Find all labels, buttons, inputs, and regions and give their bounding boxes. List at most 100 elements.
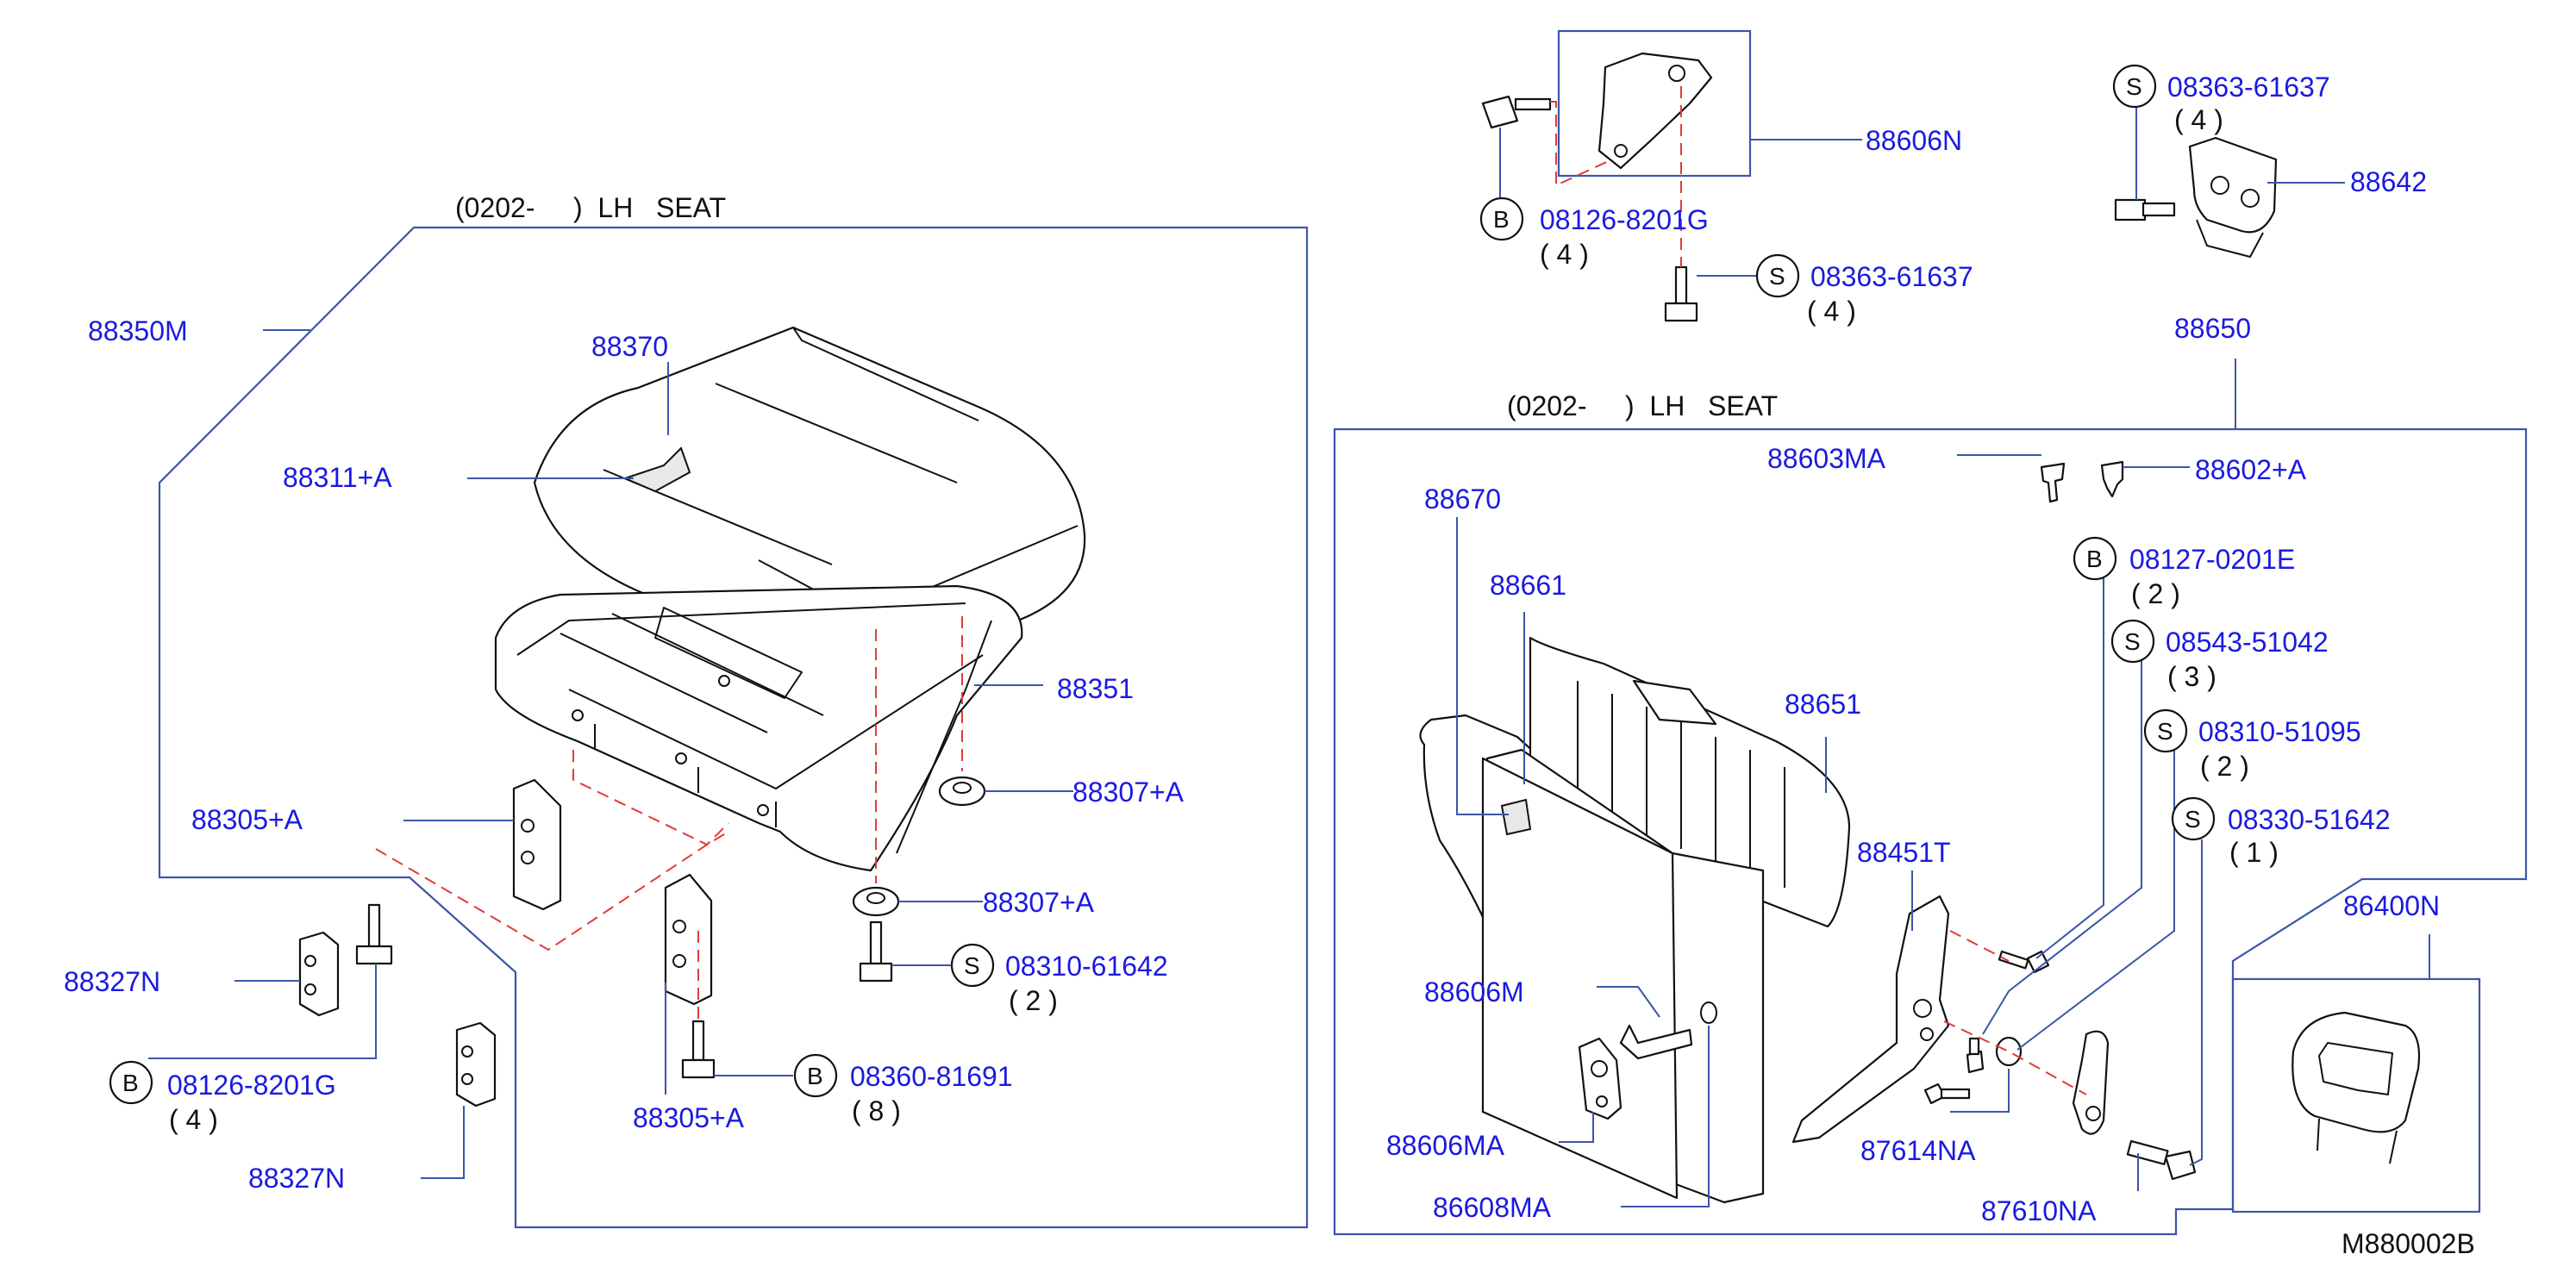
pin-88606M-drawing: [1619, 1024, 1693, 1060]
top-group: 88606N 88642 B 08126-8201G ( 4 ) S 08363…: [1479, 29, 2427, 327]
fastener-symbol: S: [2126, 73, 2142, 100]
fastener-symbol: S: [2157, 718, 2173, 745]
diagram-code: M880002B: [2342, 1228, 2475, 1259]
part-label-88307-2[interactable]: 88307+A: [983, 887, 1095, 918]
fastener-s-08330-51642[interactable]: S 08330-51642 ( 1 ): [2171, 796, 2391, 868]
bracket-drawing-2: [455, 1021, 497, 1107]
hinge-drawing-2: [664, 873, 713, 1006]
leader-88327-2: [421, 1106, 465, 1179]
fastener-symbol: S: [2185, 806, 2201, 833]
fastener-symbol: B: [2086, 546, 2103, 572]
bolt-drawing-3: [681, 1020, 716, 1079]
fastener-symbol: B: [122, 1070, 139, 1096]
fastener-symbol: S: [964, 952, 980, 979]
fastener-number: 08310-51095: [2198, 716, 2361, 747]
fastener-s-08363-61637-striker[interactable]: S 08363-61637 ( 4 ): [2112, 64, 2330, 135]
fastener-qty: ( 8 ): [852, 1095, 901, 1126]
part-label-88311[interactable]: 88311+A: [283, 462, 392, 493]
leader-87614NA: [1950, 1069, 2010, 1113]
fastener-number: 08127-0201E: [2129, 544, 2295, 575]
part-label-88305-1[interactable]: 88305+A: [191, 804, 303, 835]
fastener-s-08363-61637-top[interactable]: S 08363-61637 ( 4 ): [1755, 253, 1973, 327]
fastener-s-08543-51042[interactable]: S 08543-51042 ( 3 ): [2110, 619, 2329, 692]
part-label-87614NA[interactable]: 87614NA: [1860, 1135, 1976, 1166]
part-label-88650[interactable]: 88650: [2174, 313, 2251, 344]
bracket-88606MA-drawing: [1578, 1037, 1623, 1120]
knob-drawing: [2072, 1030, 2110, 1135]
headrest-drawing: [2231, 977, 2481, 1213]
bolt-08363-top-drawing: [1664, 265, 1698, 322]
bushing-drawing-2: [852, 886, 900, 917]
part-label-88327-2[interactable]: 88327N: [248, 1163, 345, 1194]
bracket-drawing-1: [298, 931, 340, 1017]
part-label-86608MA[interactable]: 86608MA: [1433, 1192, 1552, 1223]
leader-88606M: [1597, 986, 1660, 1018]
seat-back-drawing: [1419, 636, 1851, 1204]
fastener-qty: ( 2 ): [2131, 578, 2180, 609]
fastener-number: 08363-61637: [1810, 261, 1973, 292]
fastener-qty: ( 4 ): [2174, 104, 2223, 135]
bolt-drawing-1: [859, 920, 893, 983]
part-label-88642[interactable]: 88642: [2350, 166, 2427, 197]
fastener-symbol: B: [1493, 206, 1510, 233]
fastener-qty: ( 4 ): [1807, 296, 1856, 327]
fastener-b-08127-0201E[interactable]: B 08127-0201E ( 2 ): [2073, 536, 2295, 609]
fastener-symbol: S: [2124, 628, 2141, 655]
bolt-drawing-2: [355, 903, 393, 965]
fastener-symbol: S: [1769, 263, 1785, 290]
part-label-88606N[interactable]: 88606N: [1866, 125, 1962, 156]
part-label-88602[interactable]: 88602+A: [2195, 454, 2307, 485]
fastener-b-08126-8201G-top[interactable]: B 08126-8201G ( 4 ): [1479, 197, 1709, 270]
fastener-s-08310-51095[interactable]: S 08310-51095 ( 2 ): [2143, 708, 2361, 782]
leader-88606MA: [1559, 1112, 1594, 1143]
fastener-number: 08363-61637: [2167, 72, 2330, 103]
assembly-dash-top-1: [1550, 101, 1613, 187]
part-label-88661[interactable]: 88661: [1490, 570, 1566, 601]
bolt-08363-striker-drawing: [2114, 198, 2176, 221]
leader-08330: [2189, 839, 2203, 1166]
bushing-drawing-1: [938, 776, 986, 807]
fastener-qty: ( 4 ): [1540, 239, 1589, 270]
assembly-dash-right-1: [1949, 930, 2010, 962]
part-label-88370[interactable]: 88370: [591, 331, 668, 362]
fastener-number: 08360-81691: [850, 1061, 1013, 1092]
left-group-frame: [158, 226, 1309, 1229]
leader-86608MA: [1621, 1026, 1710, 1207]
leader-08126-left: [148, 964, 377, 1059]
seat-frame-drawing: [494, 584, 1023, 872]
part-label-88606MA[interactable]: 88606MA: [1386, 1130, 1505, 1161]
striker-88642-drawing: [2188, 136, 2278, 258]
assembly-dash-2: [572, 750, 729, 846]
part-label-88451T[interactable]: 88451T: [1857, 837, 1951, 868]
assembly-dash-1: [375, 831, 729, 951]
left-group-header: (0202- ) LH SEAT: [455, 192, 726, 223]
fastener-b-08360-81691[interactable]: B 08360-81691 ( 8 ): [793, 1053, 1013, 1126]
part-label-88307-1[interactable]: 88307+A: [1072, 777, 1185, 808]
right-seat-group: (0202- ) LH SEAT 88650: [1333, 313, 2528, 1236]
left-seat-group: (0202- ) LH SEAT 88350M: [64, 192, 1309, 1229]
leader-08310-right: [2016, 743, 2175, 1051]
fastener-s-08310-61642[interactable]: S 08310-61642 ( 2 ): [950, 943, 1168, 1016]
fastener-qty: ( 2 ): [2200, 751, 2249, 782]
part-label-87610NA[interactable]: 87610NA: [1981, 1195, 2097, 1226]
fastener-number: 08543-51042: [2166, 627, 2329, 658]
bracket-88606N-drawing: [1597, 52, 1713, 170]
small-fastener-drawings: [1923, 950, 2197, 1181]
part-label-88351[interactable]: 88351: [1057, 673, 1134, 704]
leader-88670: [1456, 517, 1509, 815]
bracket-88606N-box: [1557, 29, 1752, 178]
part-label-88603MA[interactable]: 88603MA: [1767, 443, 1886, 474]
part-label-86400N[interactable]: 86400N: [2343, 890, 2440, 921]
part-label-88670[interactable]: 88670: [1424, 484, 1501, 515]
fastener-qty: ( 1 ): [2229, 837, 2279, 868]
fastener-number: 08310-61642: [1005, 951, 1168, 982]
part-label-88651[interactable]: 88651: [1785, 689, 1861, 720]
part-label-88305-2[interactable]: 88305+A: [633, 1102, 745, 1133]
part-label-88606M[interactable]: 88606M: [1424, 976, 1524, 1008]
stop-drawings: [2040, 460, 2124, 503]
fastener-number: 08330-51642: [2228, 804, 2391, 835]
part-label-88350M[interactable]: 88350M: [88, 315, 188, 346]
part-label-88327-1[interactable]: 88327N: [64, 966, 160, 997]
fastener-b-08126-8201G-left[interactable]: B 08126-8201G ( 4 ): [109, 1060, 336, 1135]
